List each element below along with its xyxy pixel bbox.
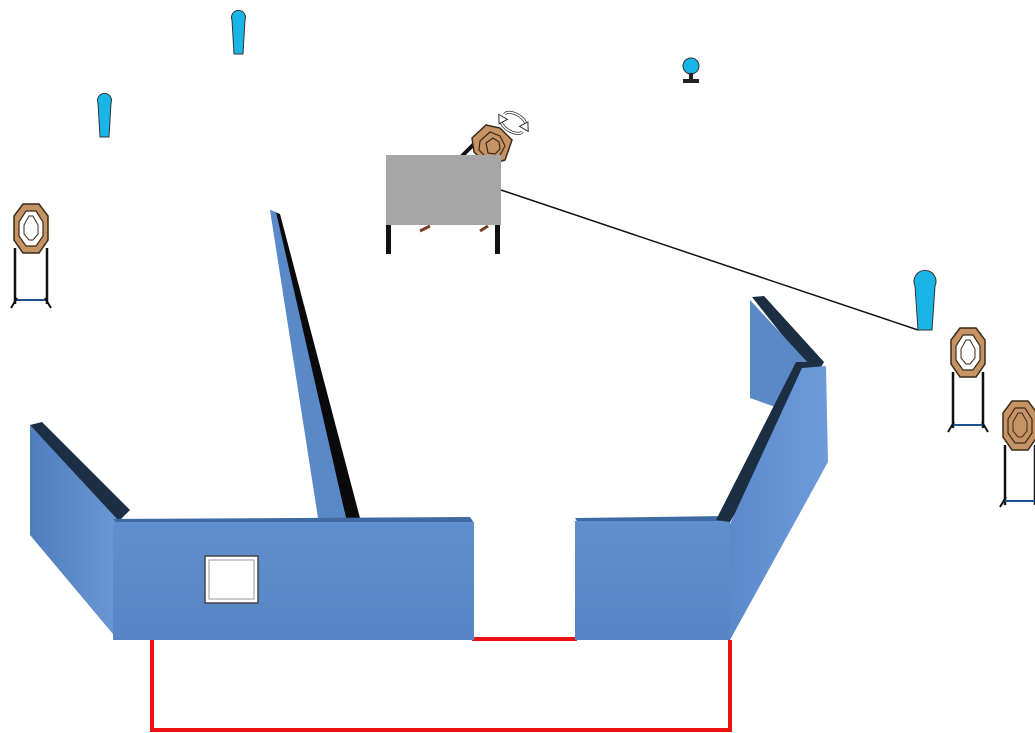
right-wing-wall: [716, 296, 828, 640]
steel-popper-icon: [97, 92, 112, 138]
left-wing-wall: [30, 422, 130, 640]
right-front-wall: [575, 516, 730, 640]
paper-target-icon: [947, 327, 989, 433]
shooting-port: [204, 555, 259, 604]
left-front-wall: [113, 517, 474, 640]
barricade: [386, 155, 501, 254]
activation-cable: [500, 189, 919, 331]
fault-line: [150, 637, 732, 732]
steel-popper-icon: [231, 9, 246, 55]
paper-target-icon: [10, 203, 52, 309]
center-divider-wall: [270, 210, 360, 518]
mini-popper-icon: [682, 57, 700, 83]
steel-popper-icon: [913, 269, 937, 331]
rotation-arrow-icon: [498, 110, 529, 135]
paper-target-icon: [999, 400, 1035, 508]
